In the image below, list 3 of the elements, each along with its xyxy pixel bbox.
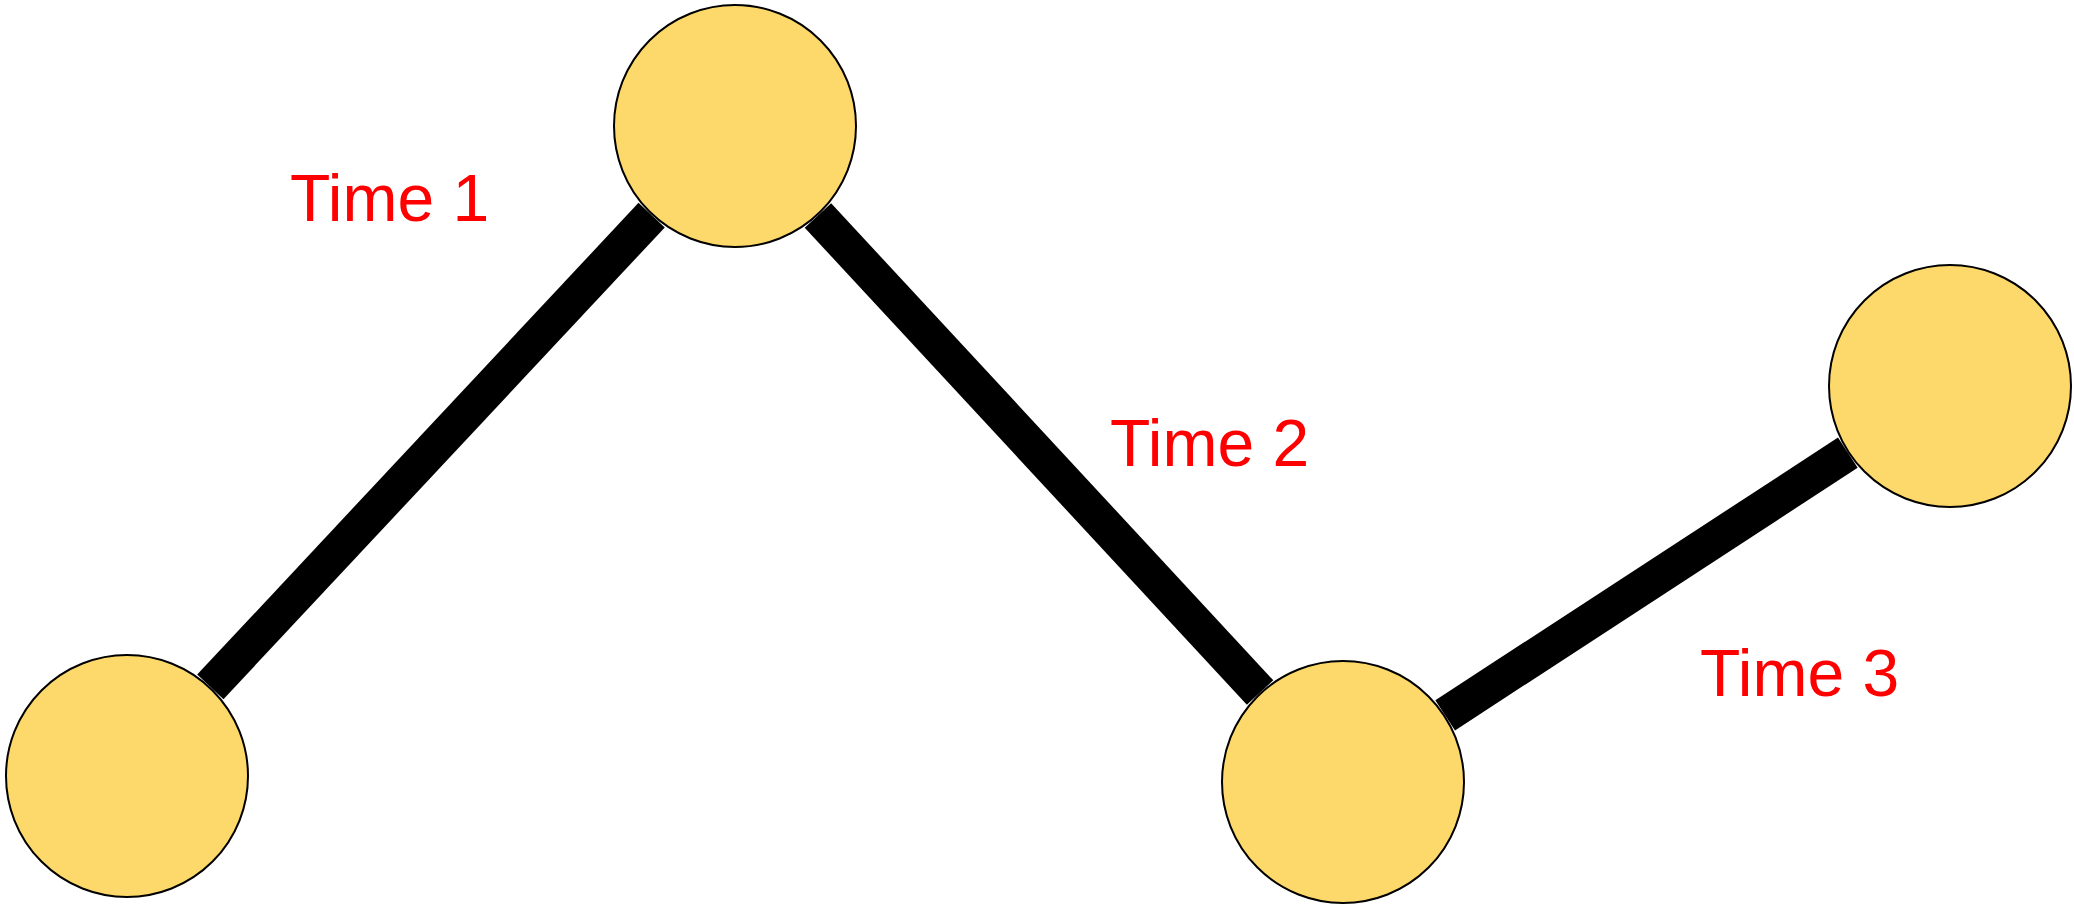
connector-line: [197, 202, 665, 700]
connector-line: [1435, 437, 1858, 731]
connector-line: [804, 203, 1274, 705]
